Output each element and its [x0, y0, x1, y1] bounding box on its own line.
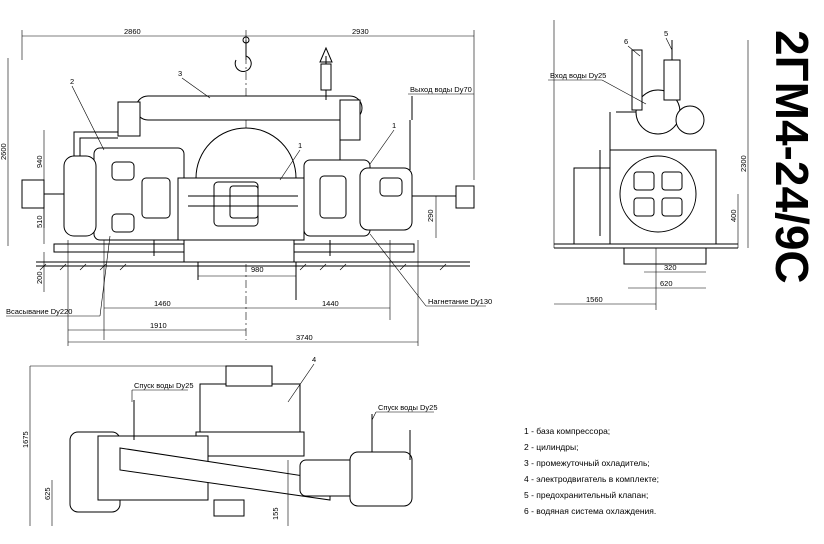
top-view: 1675 625 155 4 Спуск воды Dy25 Спуск вод… [21, 355, 438, 526]
front-view: 2860 2930 2600 940 510 200 [0, 27, 492, 346]
callout-4: 4 [312, 355, 316, 364]
dim-2930: 2930 [352, 27, 369, 36]
legend-item-6: 6 - водяная система охлаждения. [524, 506, 656, 516]
label-discharge: Нагнетание Dy130 [428, 297, 492, 306]
dim-1560: 1560 [586, 295, 603, 304]
dim-2600: 2600 [0, 143, 8, 160]
dim-2860: 2860 [124, 27, 141, 36]
label-suction: Всасывание Dy220 [6, 307, 72, 316]
dim-320: 320 [664, 263, 677, 272]
callout-1a: 1 [298, 141, 302, 150]
label-drain2: Спуск воды Dy25 [378, 403, 438, 412]
dim-625: 625 [43, 487, 52, 500]
dim-155: 155 [271, 507, 280, 520]
dim-1440: 1440 [322, 299, 339, 308]
label-water-in: Вход воды Dy25 [550, 71, 606, 80]
callout-1b: 1 [392, 121, 396, 130]
legend-item-1: 1 - база компрессора; [524, 426, 610, 436]
dim-400: 400 [729, 209, 738, 222]
label-water-out: Выход воды Dy70 [410, 85, 472, 94]
dim-1675: 1675 [21, 431, 30, 448]
legend-item-4: 4 - электродвигатель в комплекте; [524, 474, 659, 484]
label-drain1: Спуск воды Dy25 [134, 381, 194, 390]
dim-510: 510 [35, 215, 44, 228]
legend-item-3: 3 - промежуточный охладитель; [524, 458, 650, 468]
dim-620: 620 [660, 279, 673, 288]
dim-290: 290 [426, 209, 435, 222]
dim-980: 980 [251, 265, 264, 274]
callout-3: 3 [178, 69, 182, 78]
legend-item-2: 2 - цилиндры; [524, 442, 578, 452]
dim-2300: 2300 [739, 155, 748, 172]
model-title: 2ГМ4-24/9С [766, 30, 818, 284]
side-view: 2300 400 320 620 1560 6 5 Вход воды Dy25 [548, 20, 749, 310]
legend-item-5: 5 - предохранительный клапан; [524, 490, 648, 500]
callout-5: 5 [664, 29, 668, 38]
dim-1910: 1910 [150, 321, 167, 330]
dim-3740: 3740 [296, 333, 313, 342]
legend: 1 - база компрессора; 2 - цилиндры; 3 - … [524, 426, 659, 516]
dim-940: 940 [35, 155, 44, 168]
callout-6: 6 [624, 37, 628, 46]
callout-2: 2 [70, 77, 74, 86]
dim-1460: 1460 [154, 299, 171, 308]
dim-200: 200 [35, 271, 44, 284]
